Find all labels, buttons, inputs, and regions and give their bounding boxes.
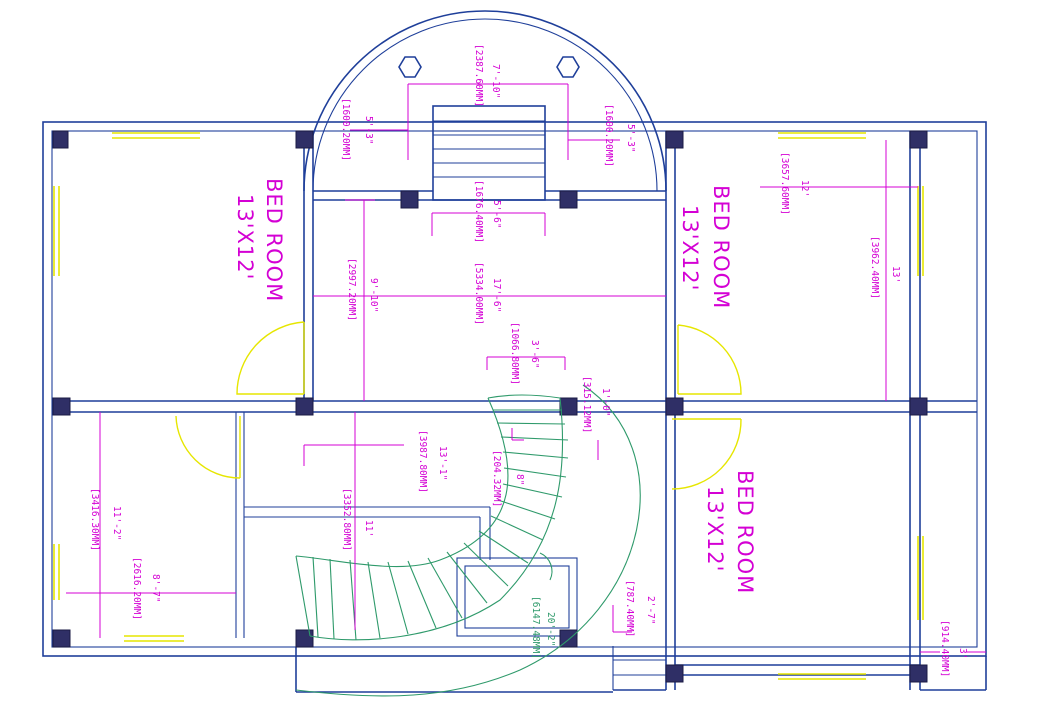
dim-small-step-ft: 1'-0": [600, 388, 611, 417]
dim-stair-arc-mm: [6147.48MM]: [530, 596, 541, 659]
top-straight-stair: [432, 105, 546, 201]
dim-mid-width-mm: [3987.80MM]: [417, 430, 428, 493]
doors: [175, 321, 742, 490]
dim-top-stair-ft: 7'-10": [490, 64, 501, 98]
spiral-stair: [295, 384, 641, 697]
dim-stair-gap-mm: [204.32MM]: [491, 450, 502, 507]
dim-top-right-mm: [1600.20MM]: [603, 104, 614, 167]
hexagon-icon: [398, 56, 580, 78]
dim-right-room-width-mm: [3657.60MM]: [779, 152, 790, 215]
dim-left-room-height-mm: [3416.30MM]: [89, 488, 100, 551]
outer-walls: [42, 121, 987, 693]
dim-stair-arc-ft: 20'-2": [545, 612, 556, 646]
dim-right-room-height-ft: 13': [890, 266, 901, 283]
room-size-2: 13'X12': [678, 205, 702, 291]
dim-hall-height-mm: [2997.20MM]: [346, 258, 357, 321]
dim-right-room-height-mm: [3962.40MM]: [869, 236, 880, 299]
dim-mid-height-ft: 11': [363, 520, 374, 537]
windows: [53, 132, 924, 680]
room-size-3: 13'X12': [703, 486, 727, 572]
dim-top-left-mm: [1600.20MM]: [340, 98, 351, 161]
dim-lower-right-ft: 2'-7": [645, 596, 656, 625]
dim-passage-ft: 3'-6": [529, 340, 540, 369]
dim-top-right-ft: 5'-3": [625, 124, 636, 153]
dimension-texts: 7'-10" [2387.60MM] 5'-3" [1600.20MM] 5'-…: [89, 44, 968, 677]
dim-left-room-height-ft: 11'-2": [111, 506, 122, 540]
room-label-2: BED ROOM: [709, 185, 733, 309]
dim-hall-width-mm: [5334.00MM]: [473, 262, 484, 325]
dim-mid-height-mm: [3352.80MM]: [341, 488, 352, 551]
dim-stair-gap-ft: 8": [514, 474, 525, 485]
dimension-lines: [66, 83, 986, 653]
dim-small-step-mm: [315.12MM]: [581, 376, 592, 433]
dim-top-stair-mm: [2387.60MM]: [473, 44, 484, 107]
dim-left-small-ft: 8'-7": [150, 574, 161, 603]
columns: [52, 130, 928, 683]
room-labels: BED ROOM 13'X12' BED ROOM 13'X12' BED RO…: [233, 178, 757, 594]
dim-top-landing-mm: [1676.40MM]: [473, 180, 484, 243]
dim-top-landing-ft: 5'-6": [491, 200, 502, 229]
room-size-1: 13'X12': [233, 194, 257, 280]
dim-hall-height-ft: 9'-10": [368, 278, 379, 312]
room-label-1: BED ROOM: [262, 178, 286, 302]
dim-right-room-width-ft: 12': [799, 180, 810, 197]
semicircular-bay: [303, 10, 667, 192]
room-label-3: BED ROOM: [733, 470, 757, 594]
dim-mid-width-ft: 13'-1": [437, 446, 448, 480]
dim-hall-width-ft: 17'-6": [491, 278, 502, 312]
dim-lower-right-mm: [787.40MM]: [624, 580, 635, 637]
dim-left-small-mm: [2616.20MM]: [131, 557, 142, 620]
dim-top-left-ft: 5'-3": [363, 116, 374, 145]
dim-passage-mm: [1066.80MM]: [509, 322, 520, 385]
dim-right-margin-mm: [914.40MM]: [939, 620, 950, 677]
dim-right-margin-ft: 3': [957, 648, 968, 659]
